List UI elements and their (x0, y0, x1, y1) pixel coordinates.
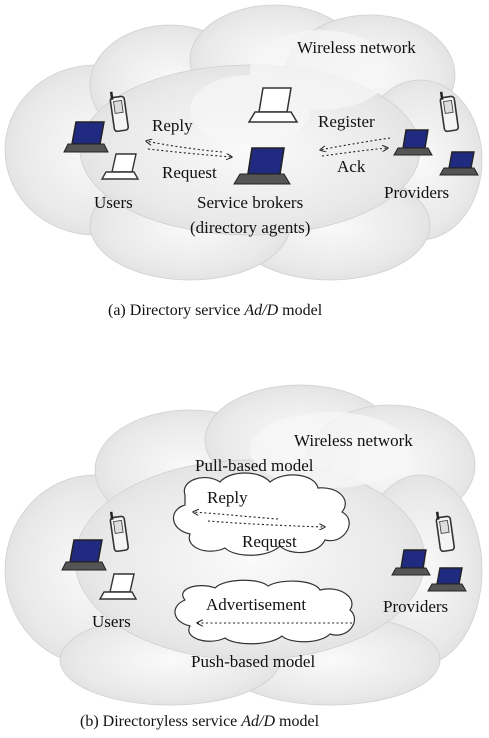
brokers-label-line2: (directory agents) (190, 218, 310, 237)
providers-label-b: Providers (383, 597, 448, 616)
laptop-outline-icon-users-b (98, 573, 138, 600)
reply-arrow-a (146, 141, 223, 153)
laptop-icon-provider2-a (439, 151, 479, 176)
pull-cloud (173, 472, 350, 556)
reply-label-a: Reply (152, 116, 193, 135)
laptop-icon-provider1-b (391, 549, 431, 576)
brokers-label-line1: Service brokers (197, 193, 303, 212)
laptop-icon-users-b (61, 539, 107, 571)
ack-label-a: Ack (337, 157, 366, 176)
users-label-a: Users (94, 193, 133, 212)
phone-icon-providers-b (435, 511, 456, 553)
wireless-network-label-b: Wireless network (294, 431, 413, 450)
laptop-outline-icon-broker-a (247, 87, 299, 123)
ack-arrow-a (321, 148, 388, 157)
phone-icon-users-b (109, 511, 130, 553)
laptop-icon-broker-a (233, 147, 291, 185)
push-cloud (174, 579, 356, 645)
caption-a: (a) Directory service Ad/D model (108, 302, 323, 319)
request-arrow-a (147, 148, 232, 157)
phone-icon-users-a (109, 91, 130, 133)
panel-b: Wireless network Pull-based model Reply … (4, 384, 483, 730)
request-label-a: Request (162, 163, 217, 182)
register-label-a: Register (318, 112, 375, 131)
laptop-icon-users-a (63, 121, 109, 153)
wireless-network-label-a: Wireless network (297, 38, 416, 57)
laptop-icon-provider2-b (427, 567, 467, 592)
phone-icon-providers-a (439, 91, 460, 133)
providers-label-a: Providers (384, 183, 449, 202)
users-label-b: Users (92, 612, 131, 631)
pull-model-label: Pull-based model (195, 456, 314, 475)
register-arrow-a (320, 137, 391, 150)
caption-b: (b) Directoryless service Ad/D model (80, 713, 320, 730)
reply-label-b: Reply (207, 488, 248, 507)
advertisement-label: Advertisement (206, 595, 306, 614)
request-label-b: Request (242, 532, 297, 551)
request-arrow-b (207, 520, 325, 527)
push-model-label: Push-based model (191, 652, 315, 671)
reply-arrow-b (193, 512, 279, 520)
laptop-outline-icon-users-a (100, 153, 140, 180)
panel-a: Wireless network Users Service brokers (… (4, 4, 483, 319)
laptop-icon-provider1-a (393, 129, 433, 156)
